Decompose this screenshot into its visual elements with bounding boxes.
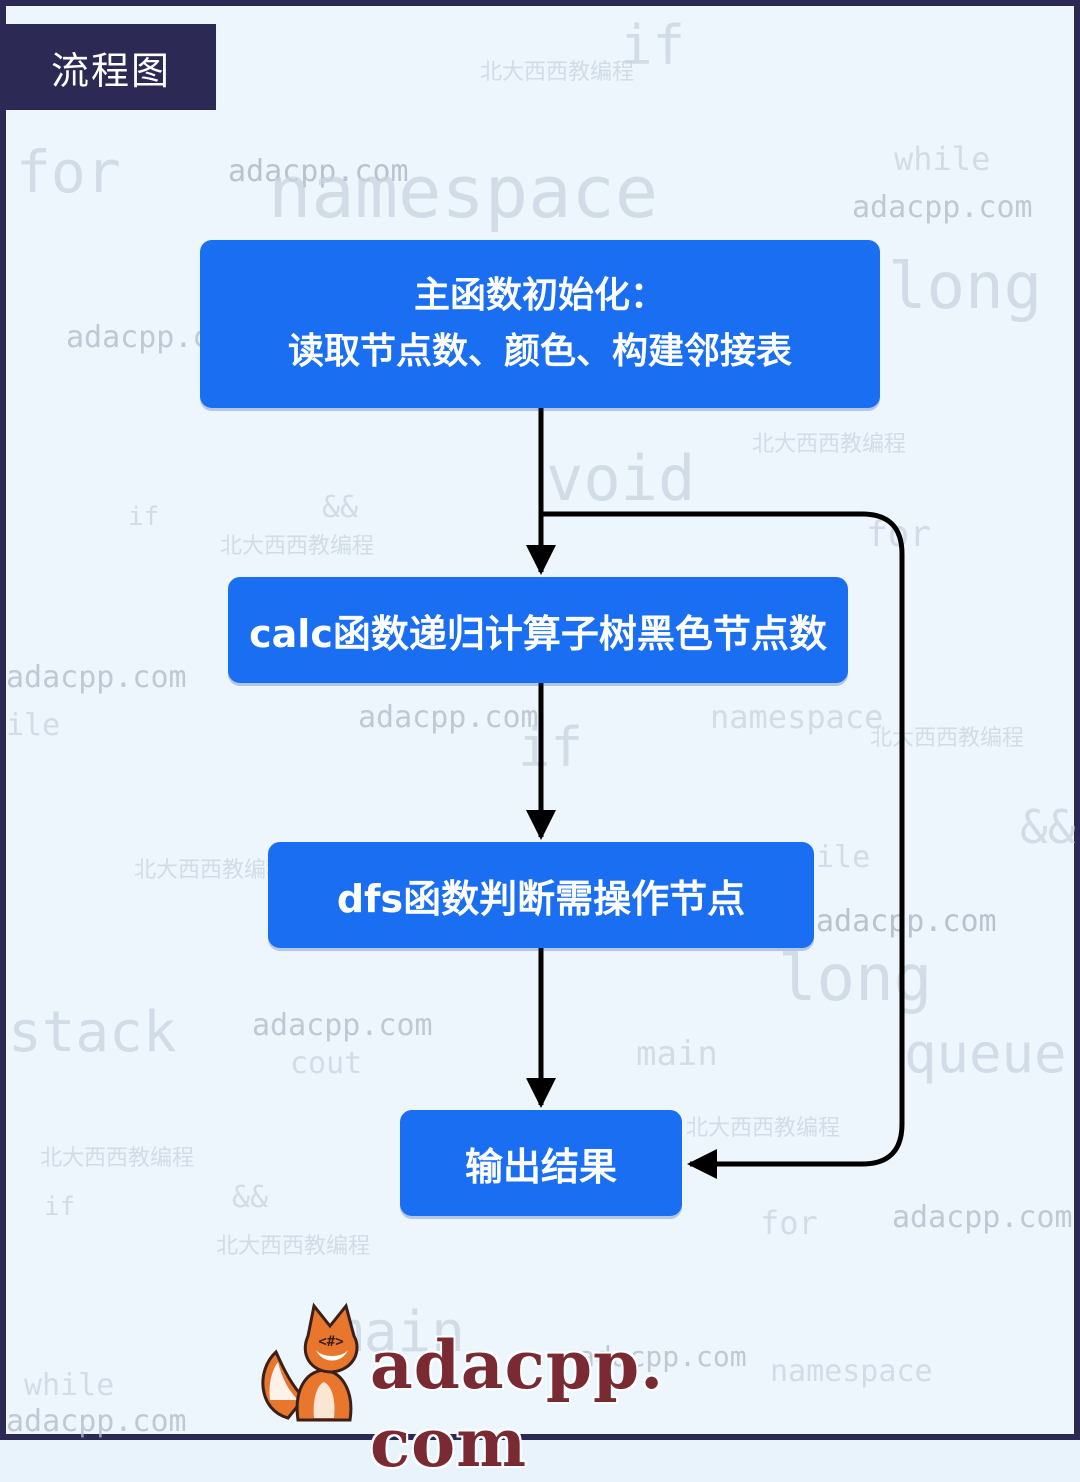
node-dfs-function: dfs函数判断需操作节点	[268, 842, 814, 948]
node-calc-function: calc函数递归计算子树黑色节点数	[228, 577, 848, 683]
node-label-line: 读取节点数、颜色、构建邻接表	[288, 324, 792, 380]
node-label: 输出结果	[465, 1136, 617, 1191]
flowchart-connectors	[0, 0, 1080, 1440]
fox-cpp-icon: <#>	[258, 1300, 378, 1430]
node-main-init: 主函数初始化： 读取节点数、颜色、构建邻接表	[200, 240, 880, 408]
svg-text:<#>: <#>	[318, 1334, 343, 1350]
brand-logo-text: adacpp. com	[370, 1326, 778, 1482]
node-label: dfs函数判断需操作节点	[337, 868, 745, 923]
brand-logo: <#> adacpp. com	[258, 1300, 778, 1430]
node-output-result: 输出结果	[400, 1110, 682, 1216]
node-label-line: 主函数初始化：	[414, 268, 666, 324]
node-label: calc函数递归计算子树黑色节点数	[249, 603, 827, 658]
